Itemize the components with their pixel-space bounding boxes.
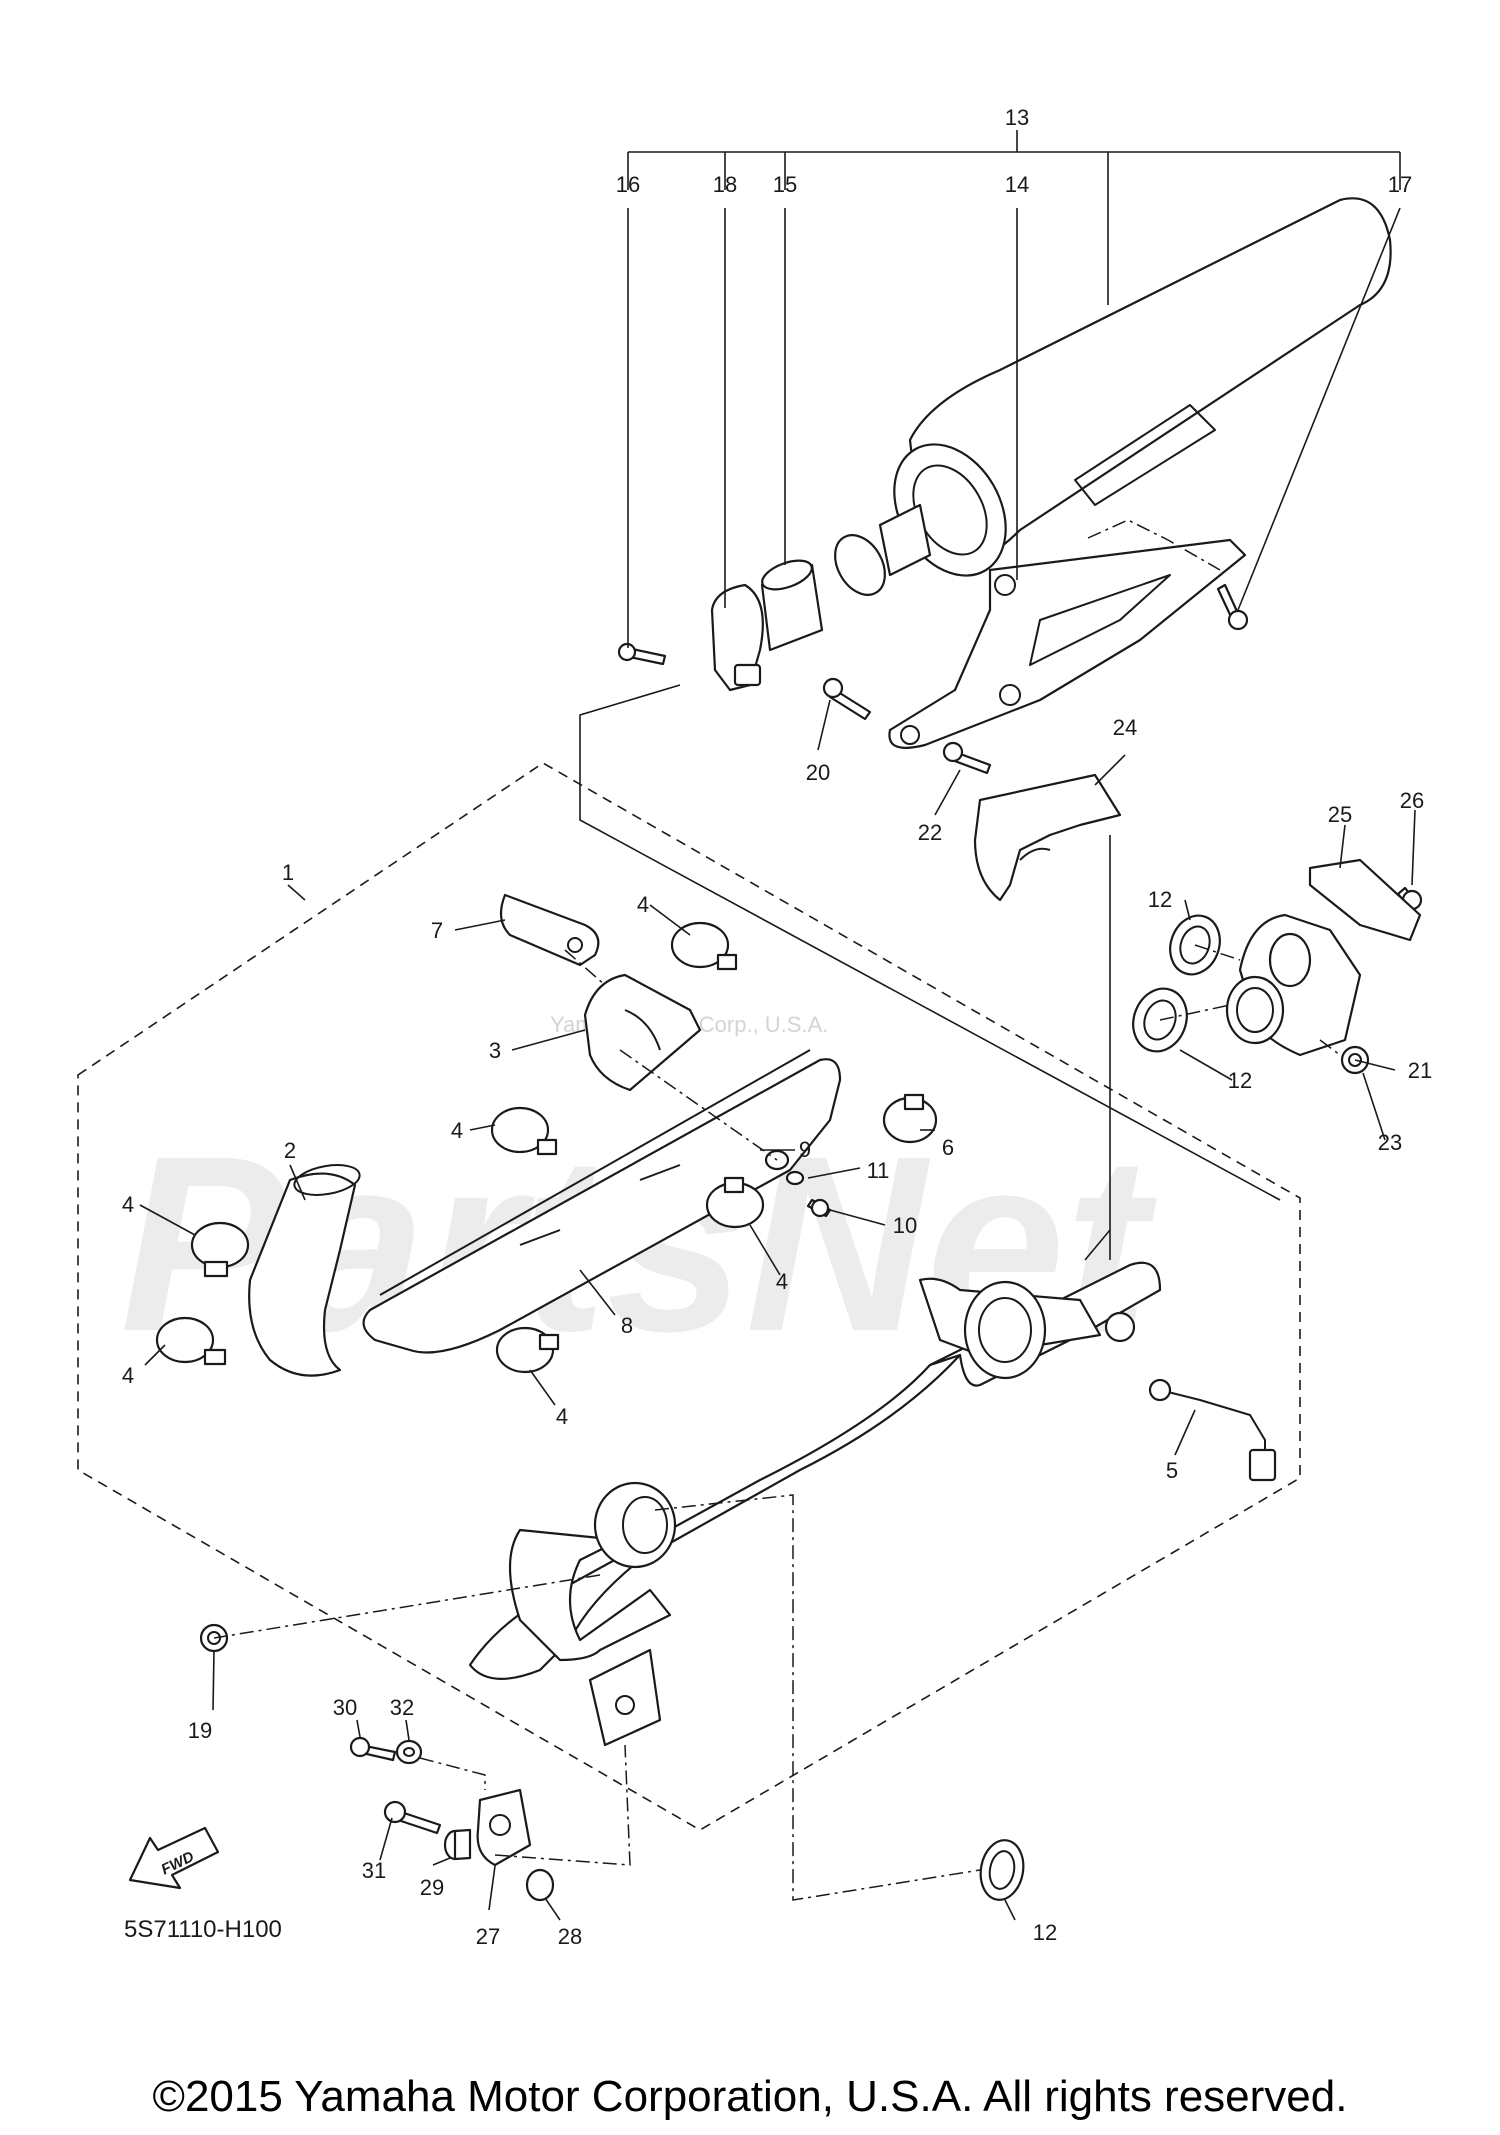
callout-16: 16 <box>616 172 640 197</box>
callout-2: 2 <box>284 1138 296 1163</box>
bolt-part-20 <box>822 677 872 721</box>
diagram-code: 5S71110-H100 <box>124 1916 282 1943</box>
bolt-part-30 <box>349 1736 397 1762</box>
leader-lines <box>139 130 1416 1921</box>
callout-29: 29 <box>420 1875 444 1900</box>
hose-clamp-part-4-b <box>490 1106 558 1156</box>
bracket-part-27 <box>476 1788 532 1867</box>
callout-31: 31 <box>362 1858 386 1883</box>
callout-4-b: 4 <box>451 1118 463 1143</box>
cover-part-25 <box>1308 858 1422 942</box>
callout-1: 1 <box>282 860 294 885</box>
callout-3: 3 <box>489 1038 501 1063</box>
callout-28: 28 <box>558 1924 582 1949</box>
gasket-sleeve-part-15 <box>760 559 824 652</box>
callout-15: 15 <box>773 172 797 197</box>
hose-clamp-part-4-a <box>670 921 738 971</box>
callout-13: 13 <box>1005 105 1029 130</box>
callout-4-c: 4 <box>122 1192 134 1217</box>
grommet-part-28 <box>525 1868 555 1902</box>
exhaust-pipe-assembly <box>468 1261 1162 1747</box>
callout-27: 27 <box>476 1924 500 1949</box>
hose-clamp-part-4-e <box>705 1176 765 1229</box>
callout-26: 26 <box>1400 788 1424 813</box>
callout-21: 21 <box>1408 1058 1432 1083</box>
callout-12-b: 12 <box>1228 1068 1252 1093</box>
callout-12-a: 12 <box>1148 887 1172 912</box>
callout-7: 7 <box>431 918 443 943</box>
collar-part-29 <box>443 1828 472 1861</box>
callout-labels: 13 16 18 15 14 17 20 24 22 26 25 12 12 2… <box>122 105 1432 1949</box>
o2-sensor-part-5 <box>1148 1378 1277 1482</box>
callout-10: 10 <box>893 1213 917 1238</box>
callout-32: 32 <box>390 1695 414 1720</box>
heat-shield-part-24 <box>973 773 1122 902</box>
hose-clamp-part-4-d <box>155 1316 227 1366</box>
bolt-part-16 <box>617 642 667 666</box>
callout-8: 8 <box>621 1313 633 1338</box>
protector-part-3 <box>583 973 702 1092</box>
callout-25: 25 <box>1328 802 1352 827</box>
bolt-part-26 <box>1396 886 1423 911</box>
muffler-bracket-part-14 <box>888 538 1247 749</box>
hose-clamp-part-6 <box>882 1093 938 1144</box>
callout-4-d: 4 <box>122 1363 134 1388</box>
callout-19: 19 <box>188 1718 212 1743</box>
callout-22: 22 <box>918 820 942 845</box>
heat-shield-part-8 <box>362 1049 842 1354</box>
callout-4-a: 4 <box>637 892 649 917</box>
callout-30: 30 <box>333 1695 357 1720</box>
bolt-part-31 <box>383 1800 442 1835</box>
bolt-part-17 <box>1216 583 1249 631</box>
screw-part-10 <box>806 1198 832 1218</box>
callout-12-c: 12 <box>1033 1920 1057 1945</box>
callout-4-f: 4 <box>556 1404 568 1429</box>
callout-5: 5 <box>1166 1458 1178 1483</box>
washer-part-11 <box>785 1170 805 1186</box>
gasket-part-12-c <box>979 1839 1025 1901</box>
callout-17: 17 <box>1388 172 1412 197</box>
protector-part-7 <box>499 893 600 967</box>
callout-4-e: 4 <box>776 1269 788 1294</box>
hose-clamp-part-4-c <box>190 1221 250 1278</box>
bolt-part-22 <box>942 741 992 775</box>
callout-24: 24 <box>1113 715 1137 740</box>
muffler-clamp-part-18 <box>710 583 764 692</box>
callout-23: 23 <box>1378 1130 1402 1155</box>
washer-part-32 <box>395 1739 423 1765</box>
joint-pipe-part-21 <box>1225 913 1362 1057</box>
callout-20: 20 <box>806 760 830 785</box>
callout-6: 6 <box>942 1135 954 1160</box>
callout-9: 9 <box>799 1137 811 1162</box>
copyright-notice: ©2015 Yamaha Motor Corporation, U.S.A. A… <box>152 2072 1348 2121</box>
callout-11: 11 <box>867 1158 890 1183</box>
muffler-part-13 <box>834 197 1392 596</box>
fwd-arrow-icon: FWD <box>128 1826 220 1890</box>
hose-clamp-part-4-f <box>495 1326 560 1374</box>
exhaust-pipe-part-2 <box>248 1164 361 1377</box>
callout-18: 18 <box>713 172 737 197</box>
callout-14: 14 <box>1005 172 1029 197</box>
